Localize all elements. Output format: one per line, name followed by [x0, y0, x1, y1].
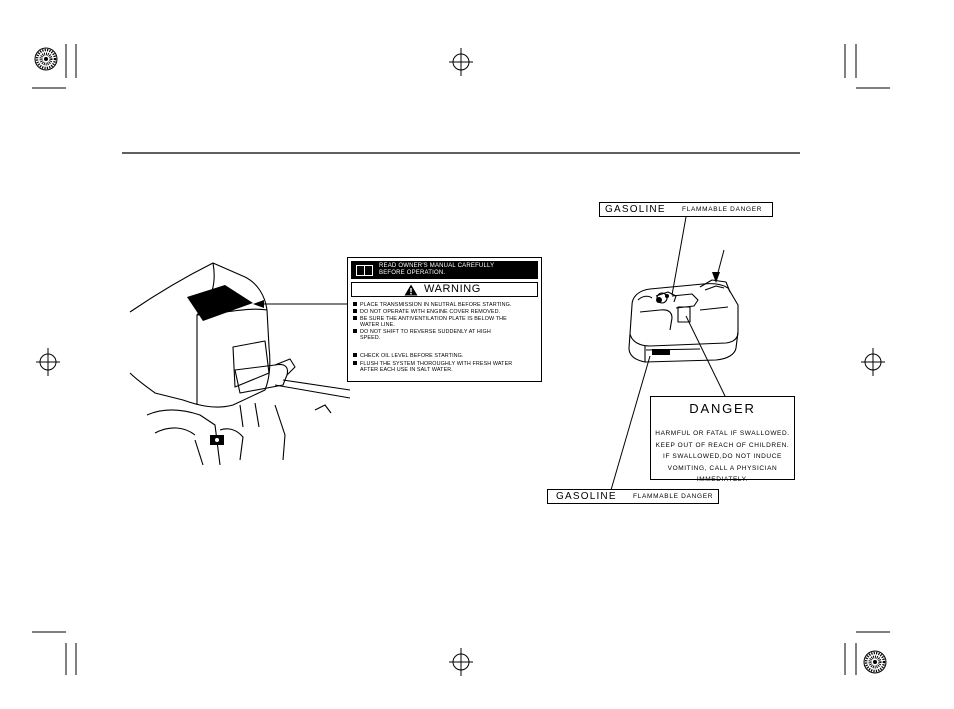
- warning-header-text: READ OWNER'S MANUAL CAREFULLY BEFORE OPE…: [379, 263, 494, 277]
- gasoline-label-main: GASOLINE: [556, 491, 617, 502]
- danger-text: HARMFUL OR FATAL IF SWALLOWED. KEEP OUT …: [653, 428, 792, 486]
- warning-item-text: FLUSH THE SYSTEM THOROUGHLY WITH FRESH W…: [360, 361, 513, 367]
- warning-item: CHECK OIL LEVEL BEFORE STARTING.: [353, 353, 464, 359]
- bullet-square-icon: [353, 353, 357, 357]
- starburst-mark-top-left: [34, 47, 58, 71]
- warning-triangle-icon: [404, 284, 418, 296]
- registration-crosshair-bottom: [449, 648, 473, 676]
- warning-item: PLACE TRANSMISSION IN NEUTRAL BEFORE STA…: [353, 302, 511, 308]
- arrow-head-icon: [712, 272, 720, 283]
- bullet-square-icon: [353, 309, 357, 313]
- outboard-engine-illustration: [129, 262, 351, 465]
- gasoline-label-sub: FLAMMABLE DANGER: [682, 206, 763, 213]
- owners-manual-icon: [356, 265, 373, 276]
- danger-line: HARMFUL OR FATAL IF SWALLOWED.: [655, 430, 790, 437]
- danger-line: KEEP OUT OF REACH OF CHILDREN.: [655, 441, 790, 449]
- warning-header-line: READ OWNER'S MANUAL CAREFULLY: [379, 263, 495, 269]
- warning-header-line: BEFORE OPERATION.: [379, 270, 446, 276]
- warning-item-text: PLACE TRANSMISSION IN NEUTRAL BEFORE STA…: [360, 302, 512, 308]
- starburst-mark-bottom-right: [863, 650, 887, 674]
- warning-item-text: SPEED.: [360, 335, 381, 342]
- gasoline-label-bottom: GASOLINE FLAMMABLE DANGER: [547, 489, 719, 504]
- warning-item-text: AFTER EACH USE IN SALT WATER.: [360, 367, 453, 374]
- bullet-square-icon: [353, 329, 357, 333]
- warning-item: DO NOT OPERATE WITH ENGINE COVER REMOVED…: [353, 309, 500, 315]
- leader-line: [671, 216, 687, 296]
- bullet-square-icon: [353, 316, 357, 320]
- danger-title: DANGER: [689, 401, 756, 416]
- danger-label: DANGER HARMFUL OR FATAL IF SWALLOWED. KE…: [650, 396, 795, 483]
- gasoline-label-sub: FLAMMABLE DANGER: [633, 493, 714, 500]
- bullet-square-icon: [353, 361, 357, 365]
- warning-item-text: DO NOT SHIFT TO REVERSE SUDDENLY AT HIGH: [360, 329, 491, 335]
- warning-title: WARNING: [424, 283, 481, 295]
- leader-line: [685, 315, 726, 397]
- registration-crosshair-left: [36, 348, 60, 376]
- leader-line: [610, 355, 651, 491]
- registration-crosshair-right: [861, 348, 885, 376]
- gasoline-label-main: GASOLINE: [605, 204, 666, 215]
- warning-title-bar: WARNING: [351, 282, 538, 297]
- warning-label-header: READ OWNER'S MANUAL CAREFULLY BEFORE OPE…: [351, 261, 538, 279]
- warning-item-text: BE SURE THE ANTIVENTILATION PLATE IS BEL…: [360, 316, 507, 322]
- registration-crosshair-top: [449, 48, 473, 76]
- danger-line: IMMEDIATELY.: [696, 476, 749, 483]
- bullet-square-icon: [353, 302, 357, 306]
- warning-item: DO NOT SHIFT TO REVERSE SUDDENLY AT HIGH…: [353, 329, 491, 342]
- danger-line: VOMITING, CALL A PHYSICIAN: [667, 464, 778, 472]
- warning-item-text: WATER LINE.: [360, 322, 395, 329]
- warning-item-text: CHECK OIL LEVEL BEFORE STARTING.: [360, 353, 464, 359]
- danger-line: IF SWALLOWED,DO NOT INDUCE: [663, 453, 782, 460]
- engine-warning-label: READ OWNER'S MANUAL CAREFULLY BEFORE OPE…: [347, 257, 542, 382]
- warning-item: FLUSH THE SYSTEM THOROUGHLY WITH FRESH W…: [353, 361, 512, 374]
- warning-item-text: DO NOT OPERATE WITH ENGINE COVER REMOVED…: [360, 309, 501, 315]
- gasoline-label-top: GASOLINE FLAMMABLE DANGER: [599, 202, 773, 217]
- warning-item: BE SURE THE ANTIVENTILATION PLATE IS BEL…: [353, 316, 507, 329]
- tank-gasoline-decal: [652, 349, 670, 355]
